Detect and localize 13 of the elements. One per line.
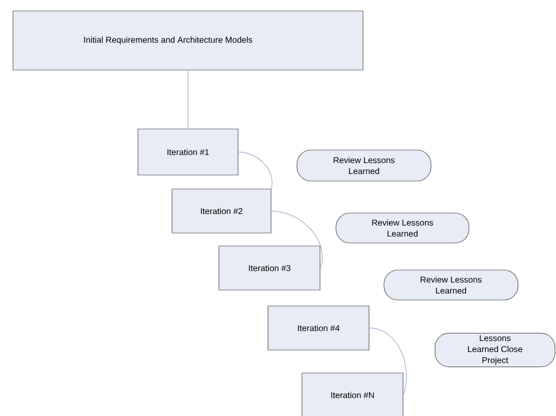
iteration-box: Iteration #4 (268, 306, 370, 350)
connector-line (368, 328, 407, 396)
iteration-box: Iteration #3 (218, 246, 320, 290)
review-pill: Lessons Learned Close Project (434, 332, 556, 368)
review-pill: Review Lessons Learned (296, 150, 432, 182)
iteration-box: Iteration #1 (138, 128, 238, 176)
connector-line (238, 152, 272, 190)
iteration-box: Iteration #N (302, 372, 404, 416)
review-pill: Review Lessons Learned (336, 212, 470, 244)
iteration-box: Iteration #2 (172, 188, 272, 234)
review-pill: Review Lessons Learned (384, 270, 518, 300)
connector-line (270, 210, 323, 268)
requirements-box: Initial Requirements and Architecture Models (12, 10, 364, 70)
